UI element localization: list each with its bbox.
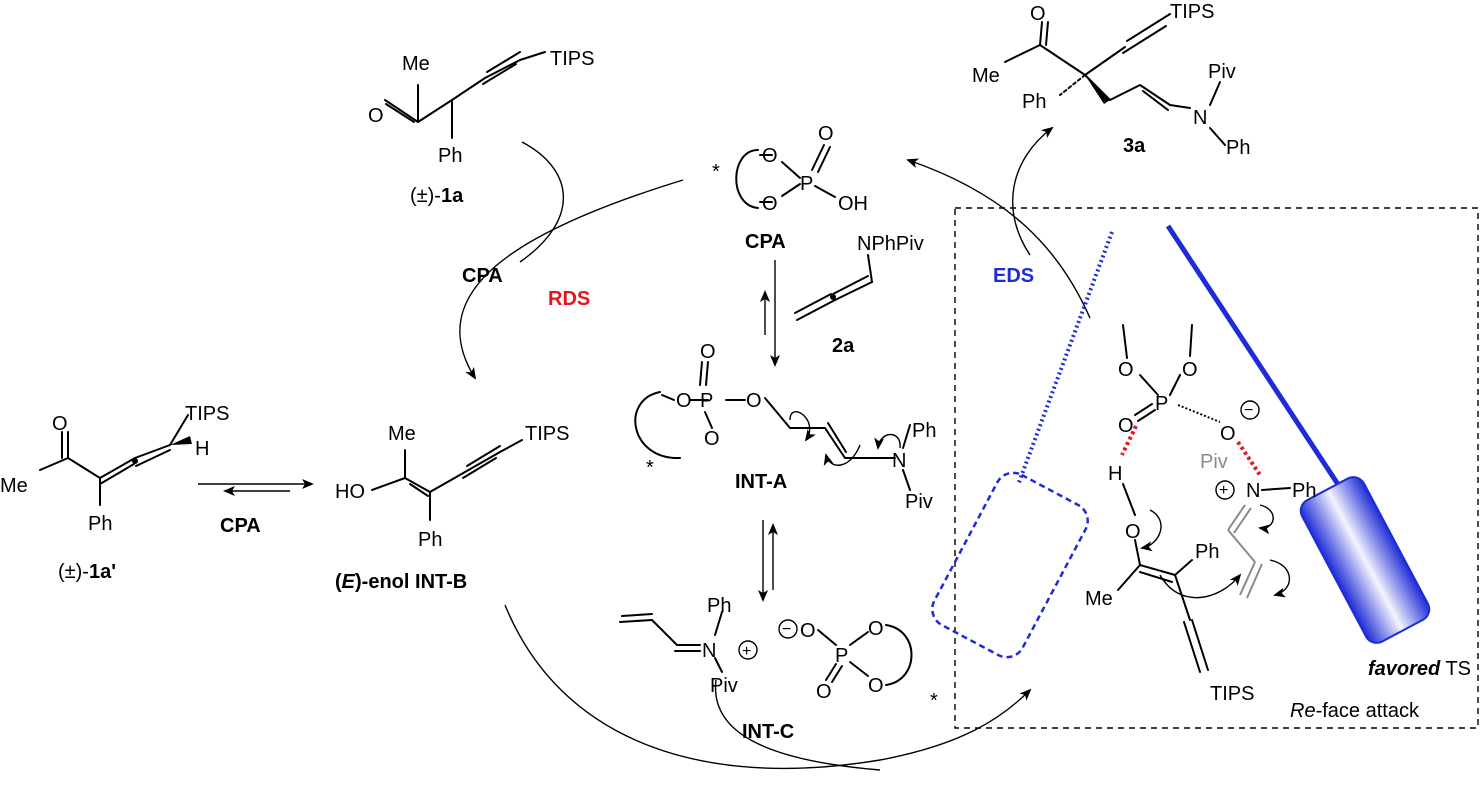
svg-text:O: O — [1118, 359, 1134, 381]
svg-text:Piv: Piv — [905, 491, 933, 513]
compound-1a-label: (±)-1a — [410, 185, 464, 207]
svg-text:O: O — [818, 123, 834, 145]
int-c: N Ph Piv + − O P O O O * INT-C — [619, 595, 938, 743]
svg-text:−: − — [1244, 402, 1253, 419]
svg-text:N: N — [1193, 107, 1207, 129]
svg-text:NPhPiv: NPhPiv — [857, 233, 924, 255]
svg-text:Piv: Piv — [1208, 61, 1236, 83]
int-b-label: (E)-enol INT-B — [335, 571, 467, 593]
svg-text:Me: Me — [388, 423, 416, 445]
svg-text:O: O — [368, 105, 384, 127]
svg-text:−: − — [782, 621, 791, 638]
svg-text:Ph: Ph — [418, 529, 442, 551]
product-3a-label: 3a — [1123, 135, 1146, 157]
svg-text:O: O — [800, 620, 816, 642]
int-a: * O O O O P N Ph Piv INT-A — [634, 341, 936, 513]
int-c-merge-arrow — [714, 679, 881, 771]
svg-text:O: O — [816, 681, 832, 703]
svg-text:O: O — [762, 145, 778, 167]
substrate-1a-entry-arrow — [519, 141, 565, 263]
svg-text:Me: Me — [972, 65, 1000, 87]
transition-state-panel: O O P O O − H O Me Ph TIPS Piv N Ph + — [931, 207, 1479, 729]
rds-label: RDS — [548, 288, 590, 310]
svg-text:TIPS: TIPS — [1210, 683, 1254, 705]
svg-text:Ph: Ph — [1226, 137, 1250, 159]
product-3a: O Me TIPS Ph N Piv Ph 3a — [972, 1, 1250, 159]
svg-text:O: O — [1220, 423, 1236, 445]
cpa-label-equilibrium: CPA — [220, 515, 261, 537]
svg-text:O: O — [52, 413, 68, 435]
compound-1ap-label: (±)-1a' — [58, 561, 116, 583]
cpa-label-top: CPA — [745, 231, 786, 253]
int-b: Me HO TIPS Ph (E)-enol INT-B — [335, 423, 569, 593]
cpa-label-left: CPA — [462, 265, 503, 287]
svg-text:TIPS: TIPS — [1170, 1, 1214, 23]
svg-text:H: H — [195, 438, 209, 460]
svg-text:P: P — [800, 173, 813, 195]
svg-text:+: + — [742, 643, 751, 660]
svg-text:O: O — [1030, 3, 1046, 25]
svg-text:OH: OH — [838, 193, 868, 215]
svg-text:Ph: Ph — [438, 145, 462, 167]
svg-text:*: * — [712, 161, 720, 183]
svg-text:HO: HO — [335, 481, 365, 503]
svg-text:P: P — [700, 390, 713, 412]
re-face-attack-label: Re-face attack — [1290, 700, 1420, 722]
cycle-arrow-int-b-to-ts — [504, 604, 1032, 770]
svg-text:O: O — [762, 193, 778, 215]
svg-text:N: N — [702, 640, 716, 662]
svg-text:O: O — [676, 390, 692, 412]
svg-text:O: O — [746, 390, 762, 412]
svg-text:O: O — [704, 428, 720, 450]
int-c-label: INT-C — [742, 721, 794, 743]
svg-text:Piv: Piv — [1200, 451, 1228, 473]
svg-text:Me: Me — [1085, 588, 1113, 610]
product-release-arrow — [1011, 126, 1054, 256]
svg-text:Piv: Piv — [710, 675, 738, 697]
svg-text:H: H — [1108, 463, 1122, 485]
compound-1a: O Me TIPS Ph (±)-1a — [368, 48, 594, 207]
compound-2a-label: 2a — [832, 335, 855, 357]
cycle-arrow-ts-to-cpa — [906, 158, 1091, 319]
svg-text:O: O — [1182, 359, 1198, 381]
svg-text:TIPS: TIPS — [525, 423, 569, 445]
eds-label: EDS — [993, 265, 1034, 287]
svg-text:P: P — [835, 645, 848, 667]
svg-text:Ph: Ph — [707, 595, 731, 617]
favored-ts-label: favored TS — [1368, 658, 1471, 680]
svg-text:Ph: Ph — [912, 420, 936, 442]
cpa-catalyst: * O O P O OH CPA — [712, 123, 868, 253]
svg-text:N: N — [892, 450, 906, 472]
svg-text:O: O — [868, 618, 884, 640]
svg-text:*: * — [930, 690, 938, 712]
catalytic-cycle-arrows — [198, 126, 1091, 771]
svg-text:Ph: Ph — [1195, 541, 1219, 563]
svg-text:*: * — [646, 457, 654, 479]
svg-text:TIPS: TIPS — [185, 403, 229, 425]
compound-2a: NPhPiv 2a — [794, 233, 924, 357]
svg-text:O: O — [1118, 415, 1134, 437]
compound-1ap: O Me TIPS H Ph (±)-1a' — [0, 403, 229, 583]
svg-text:O: O — [1125, 521, 1141, 543]
svg-text:Me: Me — [0, 475, 28, 497]
svg-text:O: O — [868, 675, 884, 697]
svg-text:TIPS: TIPS — [550, 48, 594, 70]
svg-text:Ph: Ph — [1292, 480, 1316, 502]
svg-text:Ph: Ph — [1022, 91, 1046, 113]
svg-text:N: N — [1246, 480, 1260, 502]
svg-text:P: P — [1155, 393, 1168, 415]
cycle-arrow-cpa-to-int-b — [459, 179, 684, 380]
int-a-label: INT-A — [735, 471, 787, 493]
svg-text:Me: Me — [402, 53, 430, 75]
svg-text:+: + — [1219, 482, 1228, 499]
svg-text:O: O — [700, 341, 716, 363]
svg-text:Ph: Ph — [88, 513, 112, 535]
